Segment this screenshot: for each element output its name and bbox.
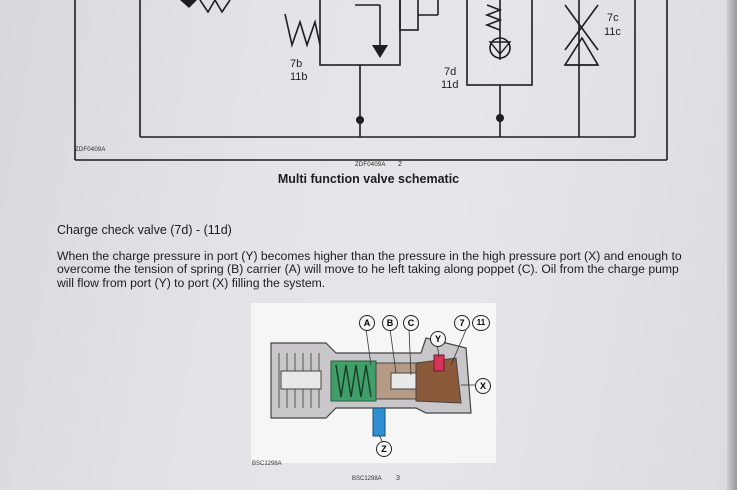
page-edge-shadow	[727, 0, 737, 490]
schematic-label-11c: 11c	[604, 26, 621, 38]
schematic-label-7d: 7d	[444, 66, 457, 78]
callout-y: Y	[430, 331, 446, 347]
schematic-figure-number: 2	[398, 161, 403, 168]
callout-x: X	[475, 378, 491, 394]
valve-cross-section-drawing	[270, 328, 475, 444]
schematic-label-11b: 11b	[290, 71, 308, 83]
callout-a: A	[359, 315, 375, 331]
schematic-corner-code: ZDF0409A	[75, 147, 106, 153]
callout-11: 11	[472, 315, 490, 331]
figure-corner-code: BSC1298A	[252, 461, 282, 467]
callout-c: C	[403, 315, 419, 331]
schematic-label-7b: 7b	[290, 58, 303, 70]
valve-schematic-diagram	[74, 0, 668, 161]
section-paragraph: When the charge pressure in port (Y) bec…	[57, 249, 682, 290]
callout-7: 7	[454, 315, 470, 331]
schematic-label-11d: 11d	[441, 79, 459, 91]
valve-cross-section-figure: A B C Y 7 11 X Z	[251, 303, 496, 463]
schematic-label-7c: 7c	[607, 12, 619, 24]
figure-number: 3	[396, 475, 400, 482]
callout-b: B	[382, 315, 398, 331]
callout-z: Z	[376, 441, 392, 457]
schematic-figure-code: ZDF0409A	[355, 162, 386, 168]
schematic-caption: Multi function valve schematic	[277, 172, 460, 186]
section-heading: Charge check valve (7d) - (11d)	[57, 223, 232, 237]
figure-code: BSC1298A	[352, 476, 382, 482]
